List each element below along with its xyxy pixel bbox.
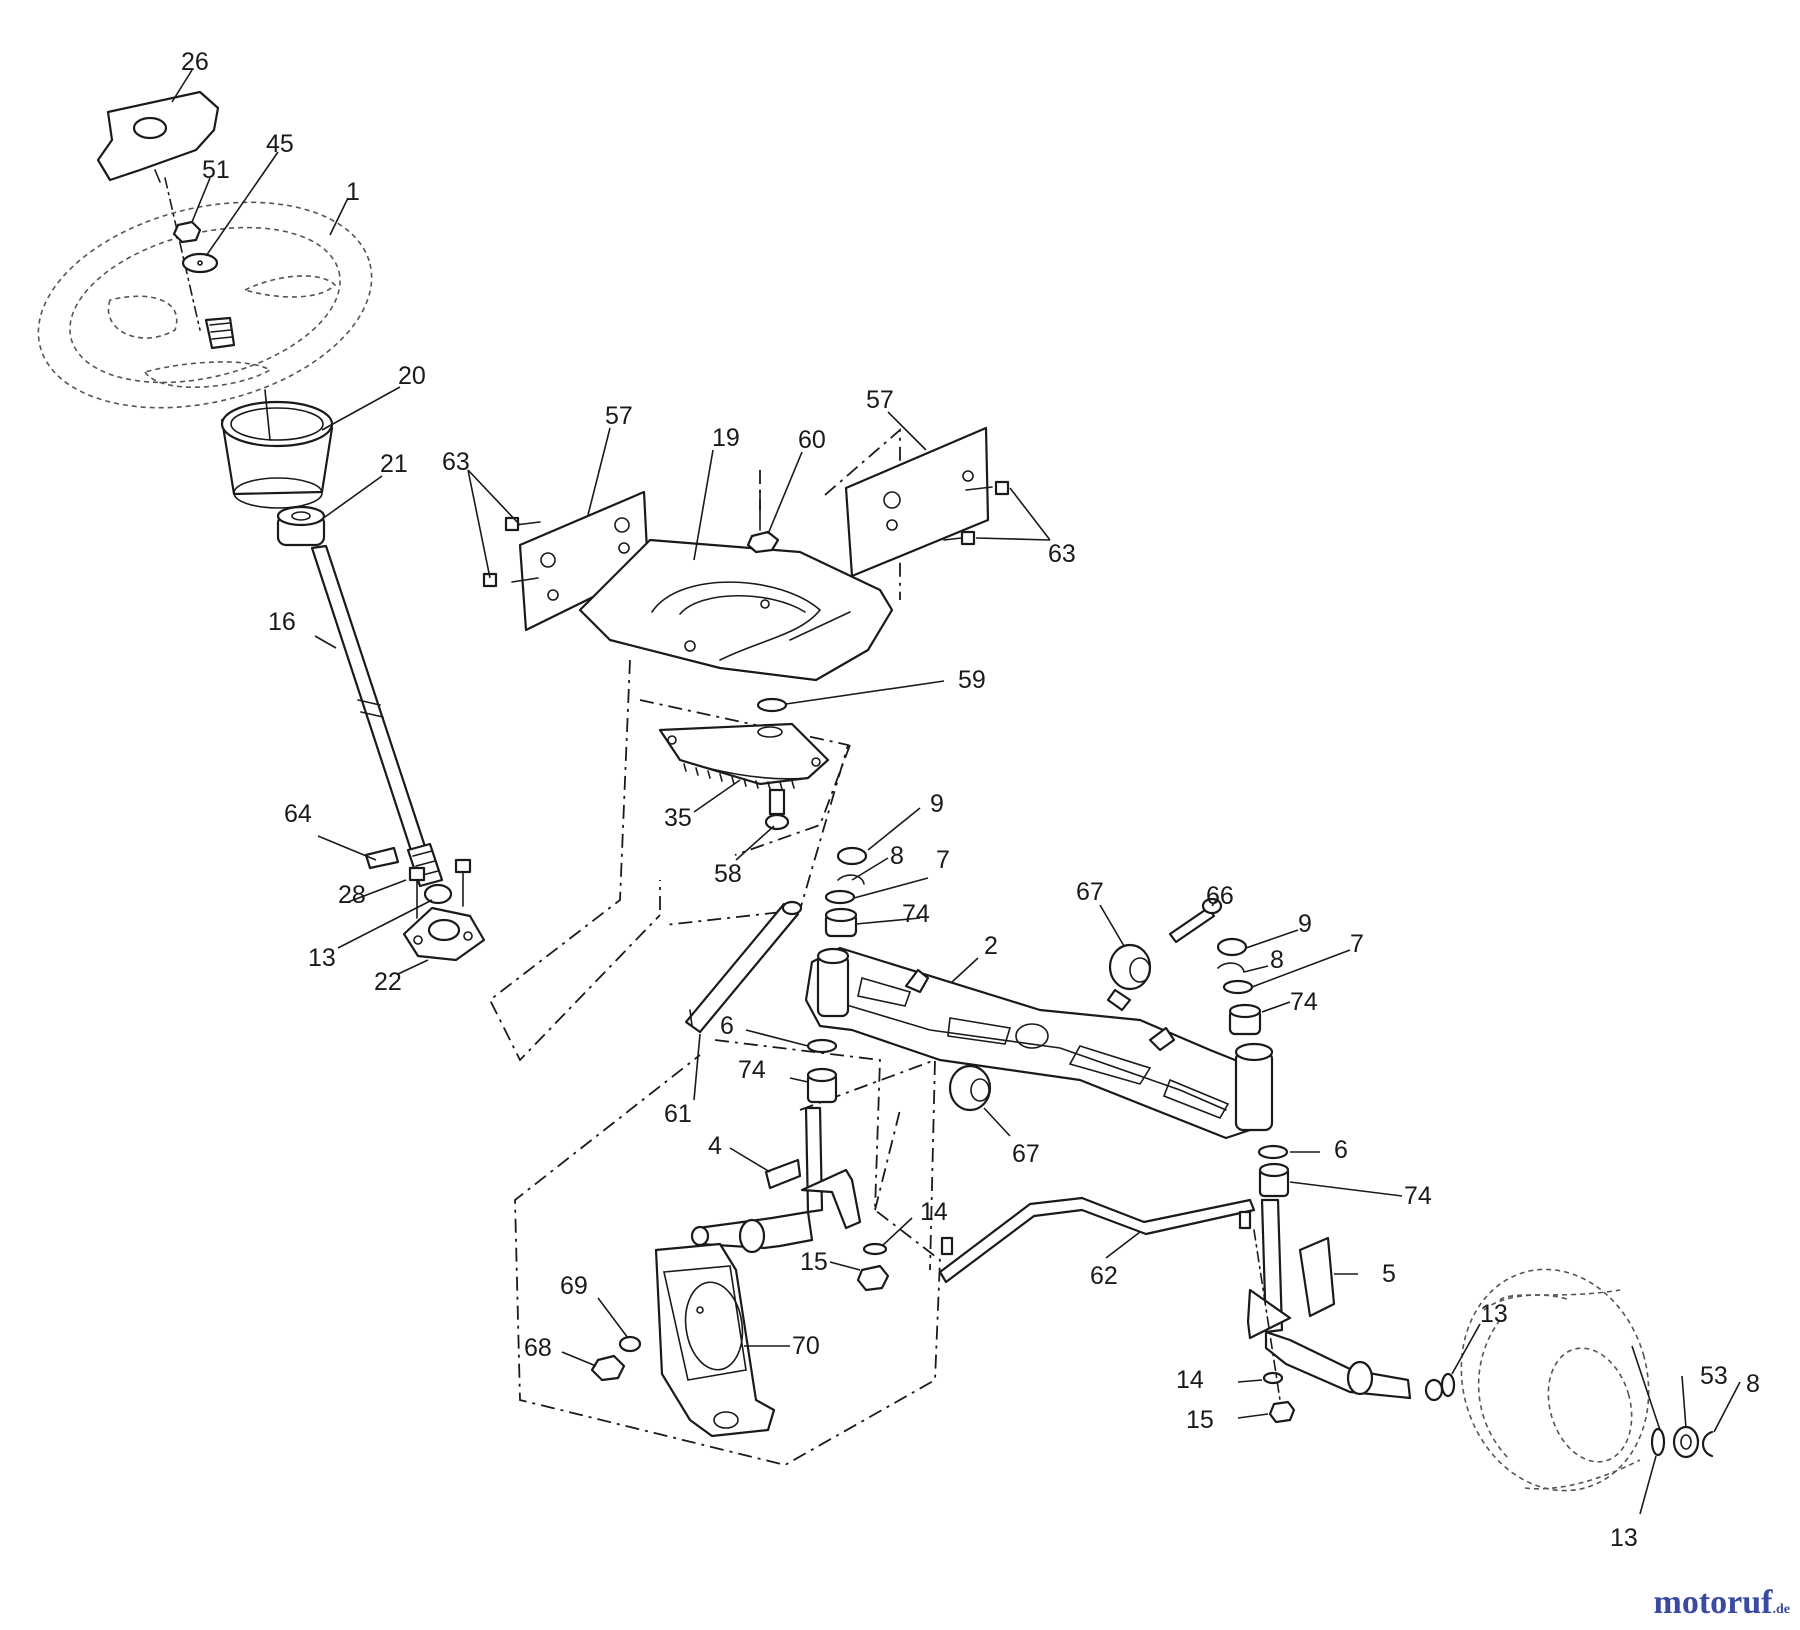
callout-13: 13 bbox=[308, 944, 336, 972]
callout-8-wheel: 8 bbox=[1746, 1370, 1760, 1398]
sector-gear-part bbox=[658, 722, 830, 790]
right-spindle-part bbox=[1246, 1198, 1444, 1402]
callout-74-left-lower: 74 bbox=[738, 1056, 766, 1084]
callout-19: 19 bbox=[712, 424, 740, 452]
washer-part-13-inner bbox=[1440, 1372, 1456, 1398]
callout-51: 51 bbox=[202, 156, 230, 184]
steering-plate-part-70 bbox=[654, 1242, 776, 1438]
callout-5: 5 bbox=[1382, 1260, 1396, 1288]
callout-8-left: 8 bbox=[890, 842, 904, 870]
callout-20: 20 bbox=[398, 362, 426, 390]
bushing-part-21 bbox=[276, 505, 326, 547]
callout-63-right: 63 bbox=[1048, 540, 1076, 568]
callout-57-right: 57 bbox=[866, 386, 894, 414]
callout-69: 69 bbox=[560, 1272, 588, 1300]
callout-28: 28 bbox=[338, 881, 366, 909]
nut-washer-right bbox=[1253, 1229, 1296, 1424]
drag-link-part bbox=[938, 1196, 1256, 1284]
callout-22: 22 bbox=[374, 968, 402, 996]
spacer-part-67-lower bbox=[948, 1064, 992, 1112]
callout-35: 35 bbox=[664, 804, 692, 832]
callout-67-lower: 67 bbox=[1012, 1140, 1040, 1168]
callout-7-right: 7 bbox=[1350, 930, 1364, 958]
callout-45: 45 bbox=[266, 130, 294, 158]
callout-8-right: 8 bbox=[1270, 946, 1284, 974]
front-wheel-part bbox=[1460, 1268, 1650, 1492]
washer-part-45 bbox=[181, 252, 219, 274]
nut-part-51 bbox=[172, 220, 202, 244]
callout-4: 4 bbox=[708, 1132, 722, 1160]
callout-9-left: 9 bbox=[930, 790, 944, 818]
callout-9-right: 9 bbox=[1298, 910, 1312, 938]
callout-16: 16 bbox=[268, 608, 296, 636]
steering-shaft-part bbox=[310, 544, 444, 888]
callout-13-wheel-upper: 13 bbox=[1480, 1300, 1508, 1328]
callout-70: 70 bbox=[792, 1332, 820, 1360]
clip-part-64 bbox=[364, 846, 400, 870]
washer-part-59 bbox=[756, 697, 788, 713]
washer-nut-part-68-69 bbox=[590, 1335, 642, 1382]
wheel-hardware bbox=[1650, 1425, 1714, 1459]
bolt-part-66 bbox=[1168, 897, 1223, 944]
callout-1: 1 bbox=[346, 178, 360, 206]
motoruf-watermark: motoruf.de bbox=[1654, 1584, 1790, 1622]
callout-labels: 26 45 51 1 20 21 16 64 28 13 22 57 19 60… bbox=[181, 48, 1760, 1552]
callout-66: 66 bbox=[1206, 882, 1234, 910]
callout-26: 26 bbox=[181, 48, 209, 76]
callout-67-upper: 67 bbox=[1076, 878, 1104, 906]
callout-15-right: 15 bbox=[1186, 1406, 1214, 1434]
steering-bellows-part bbox=[220, 389, 334, 509]
pin-part-61 bbox=[684, 900, 803, 1034]
callout-14-left: 14 bbox=[920, 1198, 948, 1226]
callout-60: 60 bbox=[798, 426, 826, 454]
watermark-tld: .de bbox=[1772, 1602, 1791, 1617]
callout-64: 64 bbox=[284, 800, 312, 828]
callout-61: 61 bbox=[664, 1100, 692, 1128]
callout-6-left: 6 bbox=[720, 1012, 734, 1040]
callout-14-right: 14 bbox=[1176, 1366, 1204, 1394]
callout-13-wheel-lower: 13 bbox=[1610, 1524, 1638, 1552]
left-spindle-part bbox=[690, 1106, 862, 1254]
bearing-bracket-part-22 bbox=[402, 883, 486, 962]
bolts-part-63 bbox=[482, 480, 1010, 588]
callout-53: 53 bbox=[1700, 1362, 1728, 1390]
spindle-hardware-left bbox=[806, 1038, 838, 1104]
leader-lines bbox=[171, 69, 1741, 1515]
callout-62: 62 bbox=[1090, 1262, 1118, 1290]
callout-59: 59 bbox=[958, 666, 986, 694]
steering-wheel-part bbox=[37, 177, 373, 409]
spacer-part-67-upper bbox=[1106, 943, 1152, 1012]
splined-hub-part bbox=[204, 316, 236, 350]
callout-68: 68 bbox=[524, 1334, 552, 1362]
bolts-part-28 bbox=[408, 858, 472, 919]
pivot-hardware-left bbox=[824, 846, 868, 938]
nut-washer-left bbox=[856, 1242, 890, 1292]
callout-74-right-lower: 74 bbox=[1404, 1182, 1432, 1210]
callout-74-left-upper: 74 bbox=[902, 900, 930, 928]
steering-support-plate-part bbox=[518, 426, 990, 682]
hub-cap-part bbox=[96, 90, 220, 183]
pivot-hardware-right bbox=[1216, 937, 1262, 1036]
callout-63-left: 63 bbox=[442, 448, 470, 476]
front-axle-part bbox=[804, 946, 1274, 1140]
spindle-hardware-right bbox=[1257, 1144, 1290, 1198]
watermark-brand: motoruf bbox=[1653, 1584, 1773, 1621]
callout-6-right: 6 bbox=[1334, 1136, 1348, 1164]
callout-7-left: 7 bbox=[936, 846, 950, 874]
callout-21: 21 bbox=[380, 450, 408, 478]
callout-58: 58 bbox=[714, 860, 742, 888]
callout-74-right-upper: 74 bbox=[1290, 988, 1318, 1016]
callout-2: 2 bbox=[984, 932, 998, 960]
callout-57-left: 57 bbox=[605, 402, 633, 430]
shoulder-bolt-part-58 bbox=[764, 788, 790, 831]
callout-15-left: 15 bbox=[800, 1248, 828, 1276]
